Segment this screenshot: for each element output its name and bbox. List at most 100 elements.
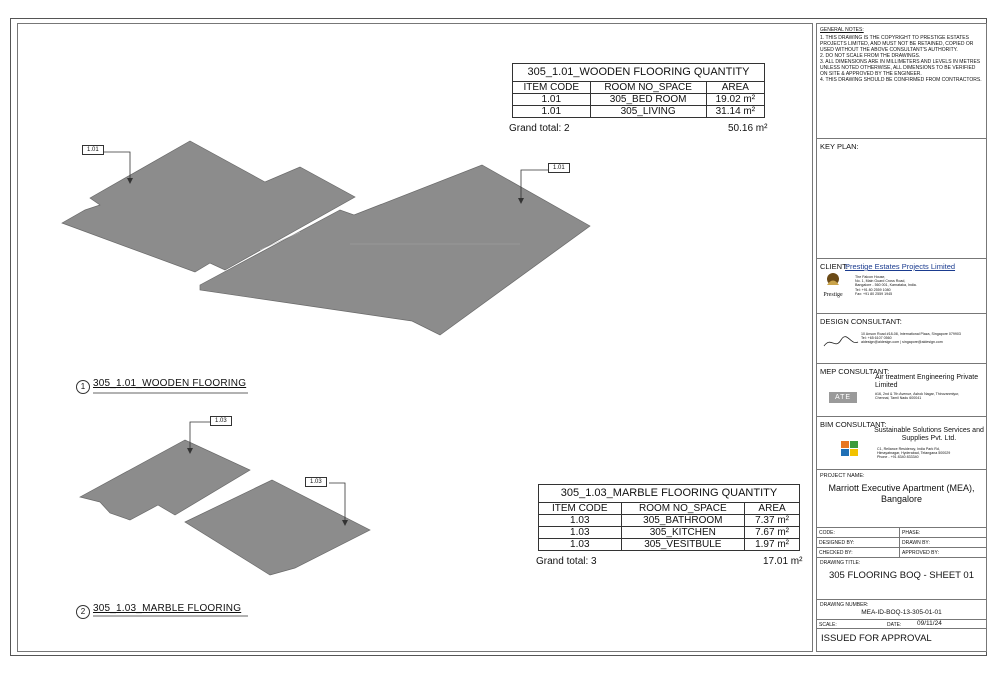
view-caption-marble: 305_1.03_MARBLE FLOORING	[93, 603, 242, 614]
designed-drawn-row: DESIGNED BY: DRAWN BY:	[817, 538, 986, 548]
scale-label: SCALE:	[819, 622, 837, 628]
wooden-floor-living	[199, 164, 591, 336]
design-signature-logo-icon	[823, 336, 859, 350]
wooden-floor-bedroom	[61, 140, 356, 273]
address-line: #16, 2nd & 7th Avenue, Ashok Nagar, Thir…	[875, 392, 960, 396]
drawing-sheet-frame	[10, 18, 987, 656]
ate-logo-icon: ATE	[829, 392, 857, 403]
leader-line	[104, 151, 131, 180]
project-name-label: PROJECT NAME:	[820, 473, 865, 479]
table-row: 1.03 305_VESITBULE 1.97 m²	[538, 538, 800, 551]
leader-arrow	[518, 198, 524, 204]
client-section: CLIENT: Prestige Estates Projects Limite…	[817, 259, 986, 314]
wooden-quantity-table: 305_1.01_WOODEN FLOORING QUANTITY ITEM C…	[512, 63, 766, 118]
bim-consultant-name: Sustainable Solutions Services and Suppl…	[874, 427, 984, 442]
table-header: ITEM CODE	[512, 81, 591, 94]
date-value: 09/11/24	[917, 620, 942, 627]
mep-consultant-label: MEP CONSULTANT:	[820, 367, 890, 376]
designed-by-label: DESIGNED BY:	[819, 540, 855, 546]
table-header: ROOM NO_SPACE	[589, 81, 707, 94]
leader-arrow	[342, 520, 348, 526]
wooden-grand-total-label: Grand total: 2	[509, 123, 570, 134]
leader-arrow	[187, 448, 193, 454]
phase-label: PHASE:	[902, 530, 921, 536]
note-item: 2. DO NOT SCALE FROM THE DRAWINGS.	[820, 53, 921, 59]
checked-approved-row: CHECKED BY: APPROVED BY:	[817, 548, 986, 558]
table-cell: 1.01	[512, 93, 591, 106]
table-cell: 19.02 m²	[705, 93, 766, 106]
key-plan-section: KEY PLAN:	[817, 139, 986, 259]
address-line: Fax: +91 80 2559 1945	[855, 291, 893, 296]
drawn-by-label: DRAWN BY:	[902, 540, 930, 546]
table-row: 1.01 305_LIVING 31.14 m²	[512, 105, 766, 118]
wooden-table-title: 305_1.01_WOODEN FLOORING QUANTITY	[512, 63, 765, 82]
address-line: aidesign@aidesign.com | singapore@aidesi…	[861, 340, 943, 345]
table-cell: 31.14 m²	[705, 105, 766, 118]
cell-divider	[899, 538, 900, 548]
mep-consultant-section: MEP CONSULTANT: Air treatment Engineerin…	[817, 364, 986, 417]
table-cell: 1.03	[538, 538, 622, 551]
bim-consultant-label: BIM CONSULTANT:	[820, 420, 887, 429]
address-line: No. 1, Main Guard Cross Road,	[855, 279, 906, 284]
table-cell: 1.03	[538, 526, 622, 539]
address-line: Phone - +91 8340 833340	[877, 455, 919, 460]
table-row: 1.03 305_BATHROOM 7.37 m²	[538, 514, 800, 527]
leader-arrow	[127, 178, 133, 184]
floor-seam-line	[259, 231, 301, 251]
mep-address: #16, 2nd & 7th Avenue, Ashok Nagar, Thir…	[875, 392, 959, 400]
design-consultant-label: DESIGN CONSULTANT:	[820, 317, 902, 326]
table-row: 1.01 305_BED ROOM 19.02 m²	[512, 93, 766, 106]
table-header: ITEM CODE	[538, 502, 622, 515]
view-number-2: 2	[76, 605, 90, 619]
leader-line	[189, 421, 210, 450]
tag-label-1-01: 1.01	[82, 145, 104, 155]
drawing-title-label: DRAWING TITLE:	[820, 560, 861, 566]
table-header: AREA	[705, 81, 766, 94]
view-number-1: 1	[76, 380, 90, 394]
leader-line	[520, 169, 548, 200]
note-item: 4. THIS DRAWING SHOULD BE CONFIRMED FROM…	[820, 77, 982, 83]
client-address: The Falcon House, No. 1, Main Guard Cros…	[855, 275, 917, 296]
approved-by-label: APPROVED BY:	[902, 550, 939, 556]
tag-label-1-03: 1.03	[210, 416, 232, 426]
table-cell: 305_LIVING	[589, 105, 707, 118]
drawing-number-section: DRAWING NUMBER: MEA-ID-BOQ-13-305-01-01	[817, 600, 986, 620]
general-notes-heading: GENERAL NOTES:	[820, 27, 864, 33]
drawing-number: MEA-ID-BOQ-13-305-01-01	[861, 609, 942, 616]
note-item: 1. THIS DRAWING IS THE COPYRIGHT TO PRES…	[820, 35, 974, 53]
address-line: Bangalore - 560 001, Karnataka, India.	[855, 283, 917, 288]
key-plan-label: KEY PLAN:	[820, 142, 859, 151]
prestige-logo-icon: Prestige	[821, 272, 845, 298]
client-name: Prestige Estates Projects Limited	[845, 262, 956, 271]
code-phase-row: CODE: PHASE:	[817, 528, 986, 538]
address-line: Chennai, Tamil Nadu 600041	[875, 396, 922, 401]
address-line: Himayatnagar, Hyderabad, Telangana 50002…	[877, 451, 951, 456]
marble-floor-bathroom	[79, 439, 251, 521]
wooden-grand-total-value: 50.16 m²	[728, 123, 768, 134]
tag-label-1-01: 1.01	[548, 163, 570, 173]
title-block: GENERAL NOTES: 1. THIS DRAWING IS THE CO…	[816, 23, 987, 652]
table-cell: 7.37 m²	[744, 514, 800, 527]
address-line: The Falcon House,	[855, 275, 886, 279]
checked-by-label: CHECKED BY:	[819, 550, 853, 556]
date-label: DATE:	[887, 622, 902, 628]
design-consultant-address: 10 Anson Road #18-08, International Plaz…	[861, 332, 983, 345]
drawing-number-label: DRAWING NUMBER:	[820, 602, 869, 608]
drawing-area	[17, 23, 813, 652]
address-line: C1, Reliance Residency, India Park Rd,	[877, 447, 940, 451]
tag-label-1-03: 1.03	[305, 477, 327, 487]
leader-line	[329, 482, 346, 522]
general-notes-section: GENERAL NOTES: 1. THIS DRAWING IS THE CO…	[817, 24, 986, 139]
marble-table-title: 305_1.03_MARBLE FLOORING QUANTITY	[538, 484, 800, 503]
client-logo-text: Prestige	[823, 292, 843, 298]
address-line: Tel: +65 6107 0560	[861, 336, 892, 341]
table-cell: 7.67 m²	[744, 526, 800, 539]
table-cell: 1.03	[538, 514, 622, 527]
project-name-section: PROJECT NAME: Marriott Executive Apartme…	[817, 470, 986, 528]
cell-divider	[899, 528, 900, 538]
view-caption-wooden: 305_1.01_WOODEN FLOORING	[93, 378, 247, 389]
address-line: 10 Anson Road #18-08, International Plaz…	[861, 332, 961, 336]
scale-date-row: SCALE: DATE: 09/11/24	[817, 620, 986, 629]
table-cell: 1.97 m²	[744, 538, 800, 551]
